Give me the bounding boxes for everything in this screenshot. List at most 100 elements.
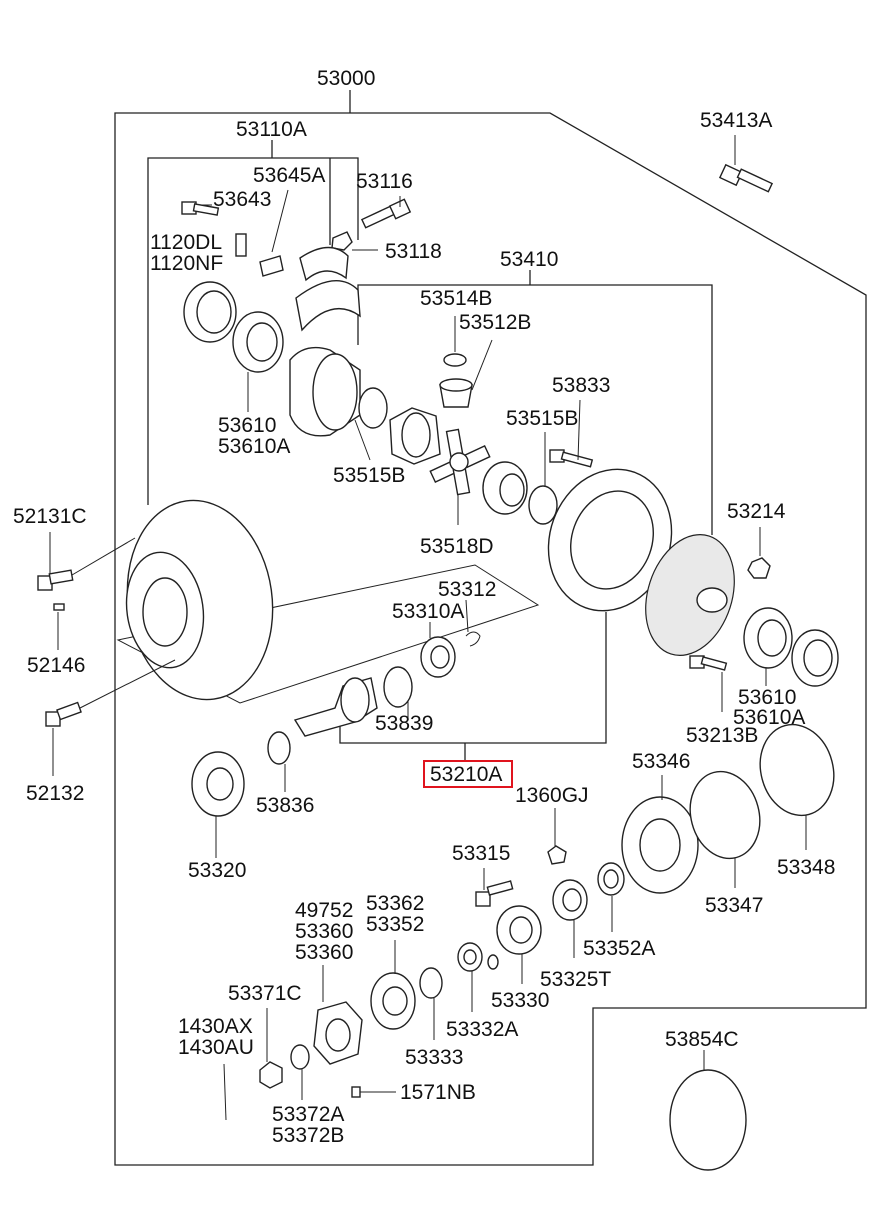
thrust-washer-53515B-right: [528, 485, 558, 525]
plate-1120DL: [235, 233, 247, 257]
nut-1360GJ: [547, 845, 567, 865]
part-label-53372A: 53372A: [272, 1103, 344, 1126]
part-label-1430AX: 1430AX: [178, 1015, 253, 1038]
part-label-53214: 53214: [727, 500, 786, 523]
spacer-53332A: [457, 942, 483, 972]
part-label-53610A-right: 53610A: [733, 706, 805, 729]
washer-53333: [419, 967, 443, 999]
pinion-gear-53512B: [439, 378, 473, 408]
bearing-53330: [496, 905, 542, 955]
side-gear-left: [389, 407, 441, 465]
highlight-box-53210A: [423, 760, 513, 788]
bolt-53315: [475, 880, 514, 907]
part-label-53410: 53410: [500, 248, 558, 271]
shim-53839: [383, 666, 413, 708]
part-label-52132: 52132: [26, 782, 84, 805]
part-label-1120NF: 1120NF: [150, 252, 223, 275]
part-label-53332A: 53332A: [446, 1018, 518, 1041]
nut-53214: [747, 557, 771, 579]
rear-cover: [645, 534, 735, 656]
part-label-49752: 49752: [295, 899, 353, 922]
part-label-53213B: 53213B: [686, 724, 758, 747]
part-label-53333: 53333: [405, 1046, 463, 1069]
part-label-53315: 53315: [452, 842, 510, 865]
part-label-53362: 53362: [366, 892, 424, 915]
part-label-53643: 53643: [213, 188, 271, 211]
part-label-53512B: 53512B: [459, 311, 531, 334]
part-label-1430AU: 1430AU: [178, 1036, 254, 1059]
pin-52146: [53, 603, 65, 611]
thrust-washer-53515B-left: [358, 387, 388, 429]
bolt-53643: [181, 201, 220, 216]
bearing-53310A: [420, 636, 456, 678]
snap-ring-53312: [465, 631, 481, 647]
pinion-housing-53346: [621, 796, 699, 894]
bearing-53325T: [552, 879, 588, 921]
nut-53371C: [259, 1061, 283, 1089]
part-label-53312: 53312: [438, 578, 496, 601]
part-label-53310A: 53310A: [392, 600, 464, 623]
pin-1571NB: [351, 1086, 361, 1098]
part-label-53610-left: 53610: [218, 414, 276, 437]
part-label-1571NB: 1571NB: [400, 1081, 476, 1104]
drive-pinion: [293, 677, 378, 737]
ring-gear: [547, 468, 673, 612]
bolt-53213B: [689, 655, 728, 671]
part-label-53110A: 53110A: [236, 118, 307, 141]
part-label-53000: 53000: [317, 67, 375, 90]
part-label-53610-right: 53610: [738, 686, 796, 709]
gasket-53854C: [669, 1069, 747, 1171]
part-label-53210A: 53210A: [430, 763, 502, 786]
companion-flange-53360: [313, 1001, 363, 1065]
side-gear-right: [482, 461, 528, 515]
part-label-53348: 53348: [777, 856, 835, 879]
cotter-pin-1430AX: [223, 1063, 227, 1121]
bearing-53362: [370, 972, 416, 1030]
bearing-race-right: [791, 629, 839, 687]
part-label-53352: 53352: [366, 913, 424, 936]
part-label-52131C: 52131C: [13, 505, 87, 528]
part-label-53854C: 53854C: [665, 1028, 739, 1051]
gasket-53347: [689, 770, 761, 860]
assembly-outline: [114, 112, 867, 1166]
part-label-53116: 53116: [356, 170, 413, 193]
part-label-53360-a: 53360: [295, 920, 353, 943]
part-label-53515B-right: 53515B: [506, 407, 578, 430]
differential-case: [289, 346, 361, 437]
bearing-cap-lower: [295, 280, 361, 332]
bearing-cap-upper: [299, 246, 349, 282]
part-label-53515B-left: 53515B: [333, 464, 405, 487]
bolt-53116: [360, 198, 412, 229]
part-label-1360GJ: 1360GJ: [515, 784, 589, 807]
bolt-52132: [45, 701, 82, 727]
bearing-53610-right: [743, 607, 793, 669]
spider-53518D: [429, 428, 491, 496]
part-label-53839: 53839: [375, 712, 433, 735]
part-label-53610A-left: 53610A: [218, 435, 290, 458]
part-label-53352A: 53352A: [583, 937, 655, 960]
part-label-53836: 53836: [256, 794, 314, 817]
lock-plate-53645A: [259, 255, 284, 277]
bearing-53320: [191, 751, 245, 817]
bearing-53610-left: [232, 311, 284, 373]
clip-53118: [331, 231, 353, 251]
shim-53836: [267, 731, 291, 765]
bearing-race-left: [183, 281, 237, 343]
bolt-53413A: [718, 163, 774, 193]
carrier-housing: [125, 499, 274, 701]
part-label-53330: 53330: [491, 989, 549, 1012]
seal-53352A: [597, 862, 625, 896]
part-label-53360-b: 53360: [295, 941, 353, 964]
part-label-53371C: 53371C: [228, 982, 302, 1005]
part-label-53518D: 53518D: [420, 535, 494, 558]
gasket-53348: [759, 723, 835, 817]
small-nut: [487, 954, 499, 970]
bolt-53833: [549, 449, 594, 468]
part-label-53645A: 53645A: [253, 164, 325, 187]
part-label-53833: 53833: [552, 374, 610, 397]
part-label-53346: 53346: [632, 750, 690, 773]
part-label-53372B: 53372B: [272, 1124, 344, 1147]
part-label-53118: 53118: [385, 240, 442, 263]
part-label-53325T: 53325T: [540, 968, 611, 991]
